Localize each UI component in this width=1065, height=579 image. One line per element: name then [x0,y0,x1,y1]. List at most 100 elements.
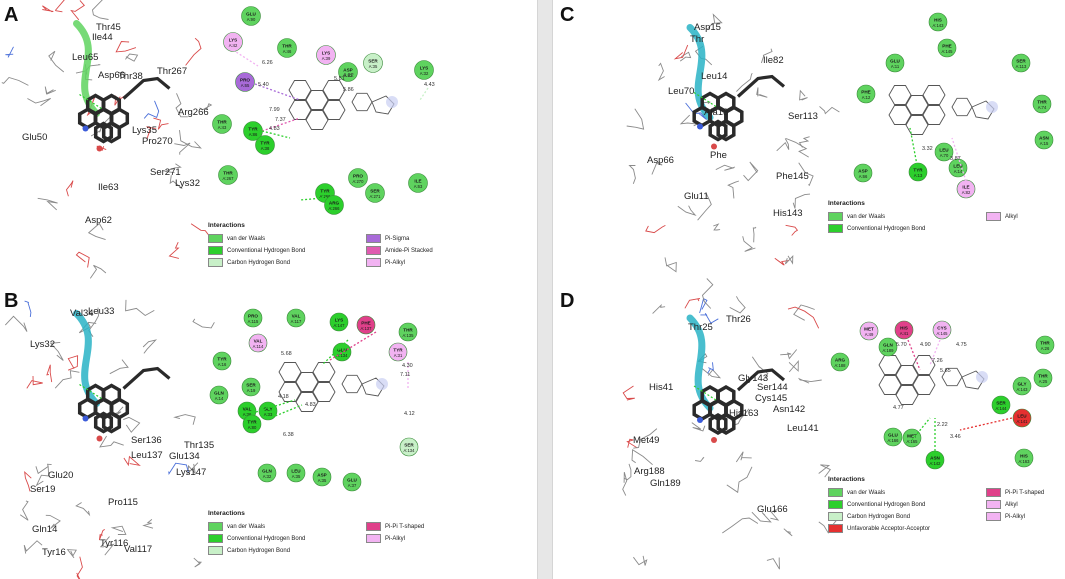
panel-label-b: B [4,290,19,312]
ligand-ring [93,121,114,144]
residue-wire [27,97,51,107]
legend-swatch [828,488,843,497]
legend-label: van der Waals [847,489,886,496]
residue-chain: A:141 [1017,419,1029,424]
residue-wire [793,304,815,321]
legend-label: Carbon Hydrogen Bond [847,513,911,520]
residue-name: HIS [1020,454,1028,459]
residue-label: Pro115 [108,497,138,508]
residue-name: THR [1040,341,1050,346]
residue-name: TYR [247,420,257,425]
residue-chain: A:144 [996,406,1008,411]
legend-swatch [986,500,1001,509]
interaction-line [907,339,921,371]
residue-chain: A:143 [1017,387,1029,392]
structure-3d-b: Val34Leu33Lys32Thr135Glu134Ser136Leu137L… [4,299,215,579]
legend-item: Pi-Alkyl [366,534,405,543]
atom-halo [376,378,388,390]
residue-label: Tyr116 [100,538,128,549]
legend-item: van der Waals [208,522,265,531]
residue-wire [37,197,58,211]
residue-name: LEU [1017,414,1027,419]
residue-name: TYR [320,189,330,194]
residue-name: TYR [913,168,923,173]
legend-label: Pi-Sigma [385,235,410,242]
residue-name: VAL [292,314,301,319]
interaction-line [299,196,336,201]
interaction-line [329,331,377,361]
ligand-ring [77,397,98,420]
residue-wire [751,356,769,381]
legend-item: Unfavorable Acceptor-Acceptor [828,524,930,533]
residue-chain: A:15 [1040,141,1049,146]
residue-chain: A:31 [394,353,403,358]
residue-wire [75,502,91,517]
residue-label: Ala13 [704,107,728,118]
residue-chain: A:270 [353,179,365,184]
residue-label: Lys32 [175,178,200,189]
oxygen-atom [96,435,103,442]
residue-name: VAL [243,407,252,412]
legend-item: Carbon Hydrogen Bond [828,512,910,521]
legend-label: van der Waals [227,523,266,530]
ligand-ring-2d [305,90,329,110]
residue-chain: A:16 [218,362,227,367]
ligand-ring-2d [312,382,336,402]
residue-wire [752,226,757,243]
residue-name: MET [864,327,874,332]
residue-chain: A:66 [859,174,868,179]
residue-name: ARG [329,201,340,206]
residue-name: HIS [900,326,908,331]
legend-swatch [366,258,381,267]
residue-chain: A:113 [1016,64,1027,69]
ligand-ring-2d [878,375,902,395]
residue-name: GLY [263,407,272,412]
residue-name: LYS [335,318,344,323]
legend-item: Carbon Hydrogen Bond [208,258,290,267]
distance-label: 5.68 [281,351,292,357]
distance-label: 3.32 [922,146,933,152]
interaction-line [911,417,931,441]
legend-item: Pi-Pi T-shaped [986,488,1044,497]
residue-label: Leu65 [72,52,98,63]
residue-chain: A:32 [420,71,429,76]
residue-wire [169,175,183,189]
ligand-ring-2d [922,85,946,105]
residue-wire [115,41,137,53]
dioxolane-ring [361,377,385,397]
piperidine-ring [941,367,963,387]
ligand-chain [736,368,786,392]
legend-label: Alkyl [1005,501,1018,508]
ligand-ring-2d [288,80,312,100]
residue-wire [49,341,64,361]
distance-label: 4.90 [920,342,931,348]
residue-name: ILE [962,185,969,190]
legend-title: Interactions [208,222,245,229]
residue-label: Gln189 [650,478,681,489]
residue-wire [679,114,699,127]
residue-wire [46,364,53,383]
residue-chain: A:42 [229,43,238,48]
residue-wire [684,297,701,309]
interaction-line [261,117,301,132]
residue-wire [109,359,129,375]
residue-wire [48,50,65,73]
distance-label: 4.30 [402,363,413,369]
residue-label: Thr [690,34,704,45]
